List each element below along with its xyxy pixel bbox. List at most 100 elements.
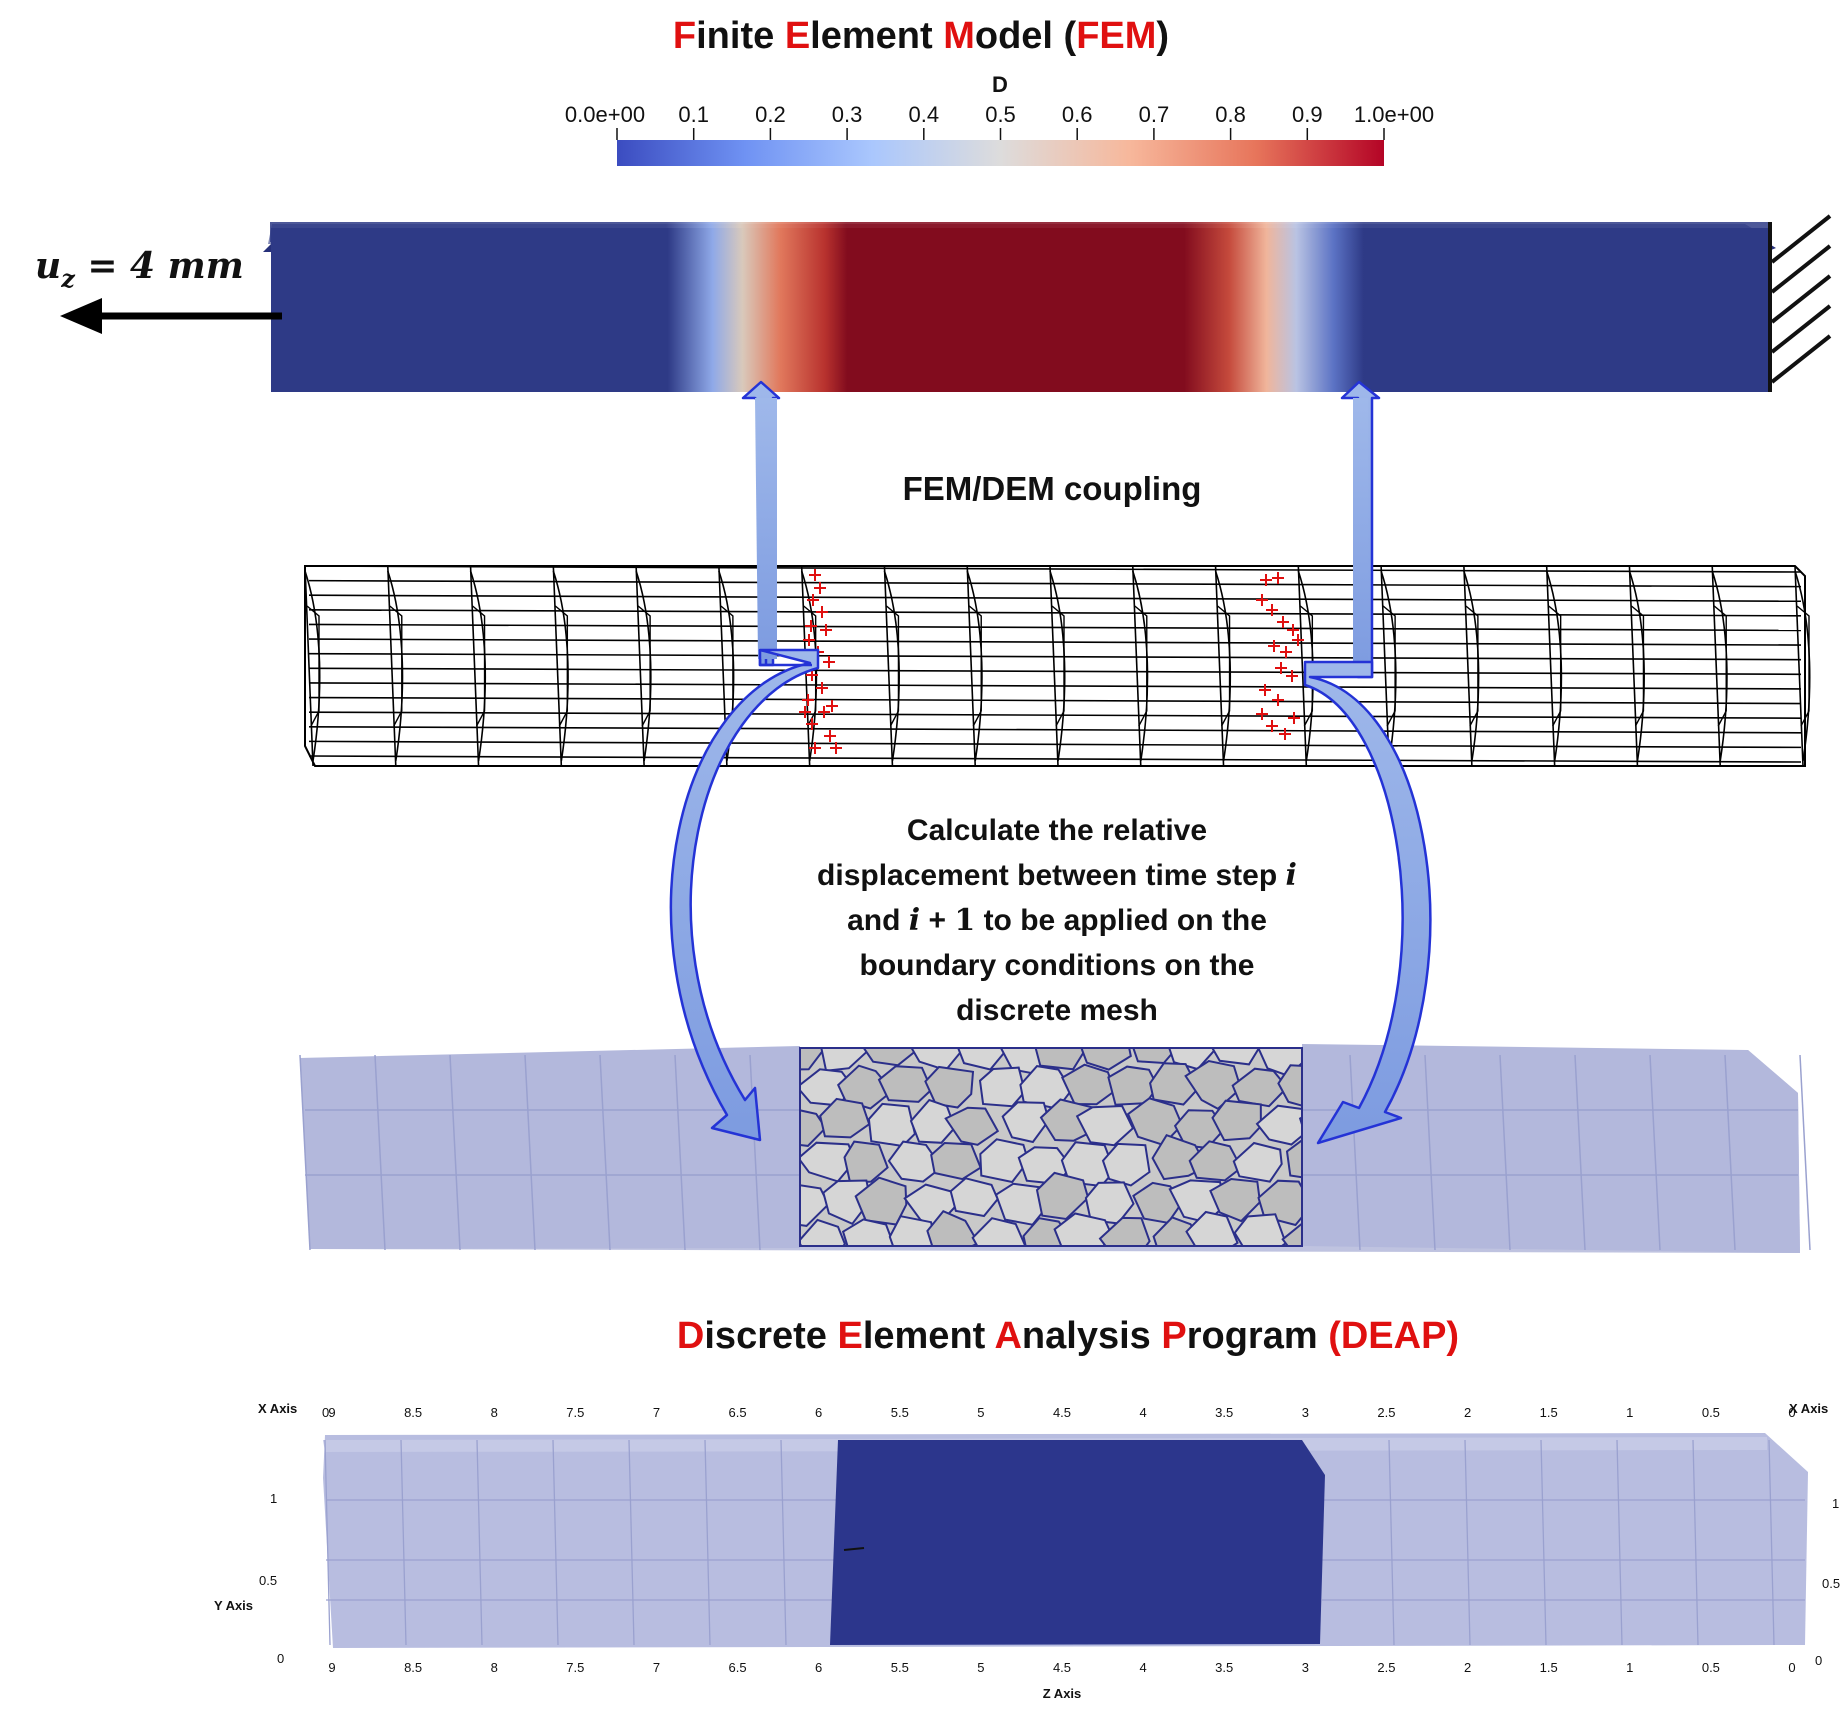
deap-view bbox=[323, 1433, 1808, 1648]
y-axis-tick-label: 0 bbox=[277, 1651, 284, 1666]
colorbar-tick-label: 0.5 bbox=[985, 102, 1016, 127]
load-arrow-icon bbox=[60, 298, 282, 334]
x-axis-tick-label: 1 bbox=[1626, 1405, 1633, 1420]
y-axis-tick-label-right: 0.5 bbox=[1822, 1576, 1840, 1591]
fem-title: Finite Element Model (FEM) bbox=[673, 15, 1169, 57]
x-axis-tick-label: 8 bbox=[491, 1405, 498, 1420]
x-axis-label-left: X Axis bbox=[258, 1401, 297, 1416]
z-axis-tick-label: 6.5 bbox=[729, 1660, 747, 1675]
x-axis-corner-zero: 0 bbox=[322, 1405, 329, 1420]
x-axis-tick-label: 2 bbox=[1464, 1405, 1471, 1420]
deap-axes: 998.58.5887.57.5776.56.5665.55.5554.54.5… bbox=[214, 1401, 1840, 1701]
x-axis-tick-label: 7.5 bbox=[566, 1405, 584, 1420]
colorbar-gradient bbox=[617, 140, 1384, 166]
colorbar-tick-label: 0.7 bbox=[1139, 102, 1170, 127]
voronoi-insert bbox=[800, 1048, 1302, 1246]
deap-title-part: E bbox=[837, 1315, 862, 1357]
fem-title-part: FEM bbox=[1076, 15, 1156, 57]
fem-title-part: lement bbox=[810, 15, 943, 57]
x-axis-tick-label: 3.5 bbox=[1215, 1405, 1233, 1420]
z-axis-tick-label: 8 bbox=[491, 1660, 498, 1675]
y-axis-tick-label: 1 bbox=[270, 1491, 277, 1506]
load-label: uz = 4 mm bbox=[35, 245, 244, 293]
colorbar-tick-label: 0.6 bbox=[1062, 102, 1093, 127]
fem-title-part: E bbox=[785, 15, 810, 57]
z-axis-tick-label: 5.5 bbox=[891, 1660, 909, 1675]
z-axis-tick-label: 3 bbox=[1302, 1660, 1309, 1675]
z-axis-label: Z Axis bbox=[1043, 1686, 1082, 1701]
damage-markers bbox=[799, 569, 1304, 754]
fem-title-part: F bbox=[673, 15, 696, 57]
x-axis-tick-label: 1.5 bbox=[1540, 1405, 1558, 1420]
z-axis-tick-label: 1.5 bbox=[1540, 1660, 1558, 1675]
z-axis-tick-label: 6 bbox=[815, 1660, 822, 1675]
right-curve-arrow-icon bbox=[1303, 660, 1432, 1145]
fem-title-part: ) bbox=[1156, 15, 1169, 57]
x-axis-tick-label: 5.5 bbox=[891, 1405, 909, 1420]
colorbar-tick-label: 0.8 bbox=[1215, 102, 1246, 127]
colorbar-ticks: 0.0e+00 0.1 0.2 0.3 0.4 0.5 0.6 0.7 0.8 0.9 1.0e+0… bbox=[565, 102, 1434, 140]
fem-bar bbox=[263, 222, 1776, 392]
x-axis-tick-label: 5 bbox=[977, 1405, 984, 1420]
z-axis-tick-label: 9 bbox=[328, 1660, 335, 1675]
z-axis-tick-label: 2 bbox=[1464, 1660, 1471, 1675]
x-axis-tick-label: 0 bbox=[1788, 1405, 1795, 1420]
x-axis-tick-label: 4 bbox=[1139, 1405, 1146, 1420]
deap-title-part: iscrete bbox=[704, 1315, 837, 1357]
z-axis-tick-label: 0.5 bbox=[1702, 1660, 1720, 1675]
z-axis-tick-label: 1 bbox=[1626, 1660, 1633, 1675]
coupling-note: Calculate the relative displacement betw… bbox=[817, 814, 1297, 1027]
colorbar-title: D bbox=[992, 72, 1008, 97]
z-axis-tick-label: 2.5 bbox=[1377, 1660, 1395, 1675]
z-axis-tick-label: 7.5 bbox=[566, 1660, 584, 1675]
colorbar-tick-label: 0.9 bbox=[1292, 102, 1323, 127]
deap-title-part: P bbox=[1161, 1315, 1186, 1357]
x-axis-tick-label: 8.5 bbox=[404, 1405, 422, 1420]
deap-title-part: lement bbox=[863, 1315, 995, 1357]
deap-title-part: A bbox=[994, 1315, 1021, 1357]
coupling-note-line: displacement between time step i bbox=[817, 858, 1297, 893]
z-axis-tick-label: 0 bbox=[1788, 1660, 1795, 1675]
x-axis-tick-label: 4.5 bbox=[1053, 1405, 1071, 1420]
x-axis-tick-label: 6 bbox=[815, 1405, 822, 1420]
z-axis-tick-label: 4 bbox=[1139, 1660, 1146, 1675]
deap-dem-region bbox=[830, 1440, 1325, 1645]
deap-title-part: rogram bbox=[1187, 1315, 1328, 1357]
x-axis-tick-label: 3 bbox=[1302, 1405, 1309, 1420]
coupling-note-line: boundary conditions on the bbox=[860, 949, 1255, 982]
left-curve-arrow-icon bbox=[669, 648, 820, 1142]
colorbar-tick-label: 0.0e+00 bbox=[565, 102, 645, 127]
colorbar-tick-label: 0.4 bbox=[909, 102, 940, 127]
coupling-label: FEM/DEM coupling bbox=[903, 470, 1202, 507]
deap-title-part: nalysis bbox=[1022, 1315, 1161, 1357]
z-axis-tick-label: 3.5 bbox=[1215, 1660, 1233, 1675]
x-axis-tick-label: 6.5 bbox=[729, 1405, 747, 1420]
coupling-note-line: Calculate the relative bbox=[907, 814, 1207, 847]
y-axis-tick-label-right: 1 bbox=[1832, 1496, 1839, 1511]
fem-bar-body bbox=[271, 228, 1768, 392]
colorbar-tick-label: 0.3 bbox=[832, 102, 863, 127]
x-axis-tick-label: 2.5 bbox=[1377, 1405, 1395, 1420]
y-axis-label: Y Axis bbox=[214, 1598, 253, 1613]
fem-title-part: inite bbox=[696, 15, 785, 57]
deap-title-part: (DEAP) bbox=[1328, 1315, 1459, 1357]
coupling-note-line: discrete mesh bbox=[956, 994, 1158, 1027]
wireframe-mesh bbox=[304, 565, 1811, 767]
fem-title-part: odel ( bbox=[975, 15, 1077, 57]
colorbar-tick-label: 1.0e+00 bbox=[1354, 102, 1434, 127]
z-axis-tick-label: 4.5 bbox=[1053, 1660, 1071, 1675]
z-axis-tick-label: 5 bbox=[977, 1660, 984, 1675]
colorbar-tick-label: 0.1 bbox=[678, 102, 709, 127]
x-axis-label-right: X Axis bbox=[1789, 1401, 1828, 1416]
z-axis-tick-label: 8.5 bbox=[404, 1660, 422, 1675]
deap-title-part: D bbox=[677, 1315, 704, 1357]
colorbar-tick-label: 0.2 bbox=[755, 102, 786, 127]
x-axis-tick-label: 0.5 bbox=[1702, 1405, 1720, 1420]
coupling-note-line: and i + 1 to be applied on the bbox=[847, 903, 1267, 938]
x-axis-tick-label: 9 bbox=[328, 1405, 335, 1420]
fem-title-part: M bbox=[943, 15, 975, 57]
x-axis-tick-label: 7 bbox=[653, 1405, 660, 1420]
deap-title: Discrete Element Analysis Program (DEAP) bbox=[677, 1315, 1459, 1357]
y-axis-tick-label: 0.5 bbox=[259, 1573, 277, 1588]
